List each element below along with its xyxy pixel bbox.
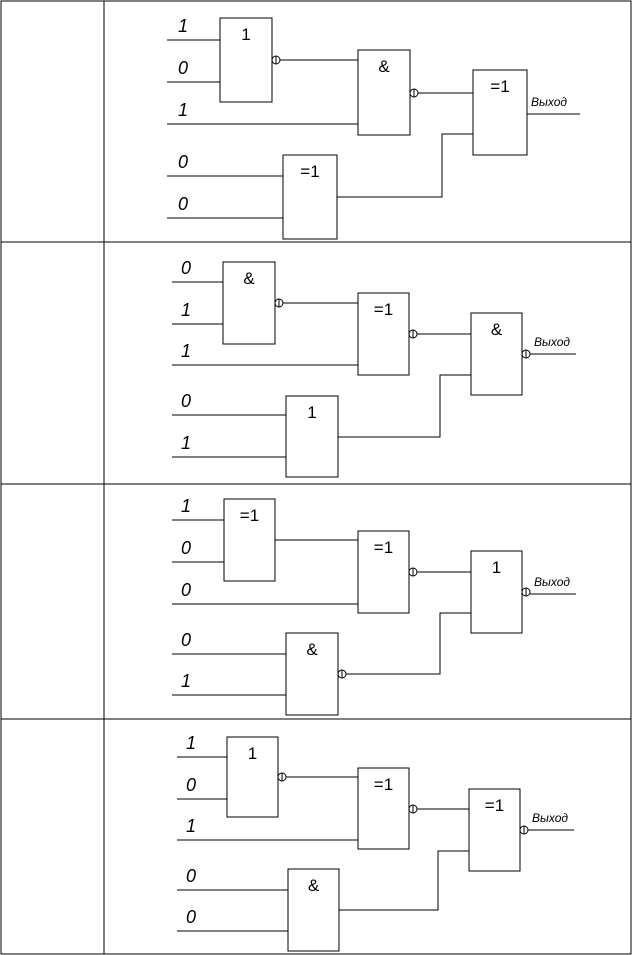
gate-symbol: & — [306, 640, 318, 659]
input-value: 0 — [181, 391, 191, 411]
input-value: 0 — [186, 775, 196, 795]
logic-gate: =1 — [282, 154, 338, 240]
gate-box — [282, 154, 338, 240]
gate-box — [470, 312, 523, 396]
gate-box — [468, 788, 521, 872]
logic-gate: =1 — [357, 767, 418, 850]
input-value: 0 — [181, 580, 191, 600]
logic-gate: 1 — [470, 550, 531, 634]
output-label: Выход — [532, 811, 568, 825]
gate-box — [223, 498, 276, 582]
input-value: 1 — [181, 433, 191, 453]
gate-box — [285, 395, 339, 478]
gate-symbol: =1 — [374, 775, 393, 794]
gate-symbol: =1 — [240, 506, 259, 525]
gate-symbol: & — [308, 876, 320, 895]
input-value: 1 — [186, 816, 196, 836]
wires — [172, 519, 576, 696]
gate-symbol: & — [243, 269, 255, 288]
logic-gate: =1 — [223, 498, 276, 582]
gate-box — [472, 69, 528, 156]
logic-gate: & — [287, 868, 340, 952]
input-value: 1 — [178, 16, 188, 36]
gate-symbol: =1 — [300, 162, 319, 181]
logic-gate: & — [357, 49, 419, 136]
gate-symbol: =1 — [490, 77, 509, 96]
gate-symbol: 1 — [492, 558, 501, 577]
output-label: Выход — [534, 575, 570, 589]
gate-box — [222, 261, 276, 345]
gate-symbol: & — [378, 57, 390, 76]
input-value: 0 — [178, 58, 188, 78]
wire-gate-d-to-c — [346, 612, 471, 675]
logic-gate: =1 — [357, 292, 418, 376]
gate-symbol: =1 — [374, 538, 393, 557]
gate-box — [285, 632, 339, 716]
wires — [172, 281, 576, 458]
gate-symbol: =1 — [485, 796, 504, 815]
gate-box — [357, 767, 410, 850]
input-value: 0 — [181, 258, 191, 278]
gate-box — [287, 868, 340, 952]
input-value: 0 — [186, 907, 196, 927]
gate-symbol: 1 — [307, 403, 316, 422]
gate-symbol: =1 — [374, 300, 393, 319]
logic-gate: =1 — [468, 788, 529, 872]
logic-gate: =1 — [472, 69, 528, 156]
input-value: 0 — [181, 538, 191, 558]
wires — [177, 756, 574, 932]
gate-box — [357, 49, 411, 136]
input-value: 0 — [186, 866, 196, 886]
logic-gate: & — [222, 261, 284, 345]
input-value: 1 — [178, 100, 188, 120]
input-value: 1 — [186, 733, 196, 753]
input-value: 1 — [181, 341, 191, 361]
input-value: 0 — [178, 194, 188, 214]
gate-symbol: 1 — [248, 744, 257, 763]
wire-gate-d-to-c — [339, 850, 469, 911]
logic-gate: 1 — [285, 395, 339, 478]
gate-box — [226, 736, 279, 818]
output-label: Выход — [534, 335, 570, 349]
logic-gate: & — [285, 632, 347, 716]
gate-symbol: 1 — [241, 25, 250, 44]
wire-gate-d-to-c — [337, 133, 473, 198]
logic-gate: 1 — [219, 17, 281, 103]
input-value: 1 — [181, 300, 191, 320]
gate-box — [219, 17, 273, 103]
logic-gate: & — [470, 312, 531, 396]
logic-gate: =1 — [357, 530, 418, 614]
input-value: 0 — [178, 152, 188, 172]
wire-gate-d-to-c — [338, 374, 471, 438]
gate-symbol: & — [491, 320, 503, 339]
wires — [167, 39, 580, 219]
output-label: Выход — [531, 95, 567, 109]
logic-gate: 1 — [226, 736, 287, 818]
gate-box — [357, 292, 410, 376]
input-value: 0 — [181, 630, 191, 650]
input-value: 1 — [181, 671, 191, 691]
input-value: 1 — [181, 496, 191, 516]
